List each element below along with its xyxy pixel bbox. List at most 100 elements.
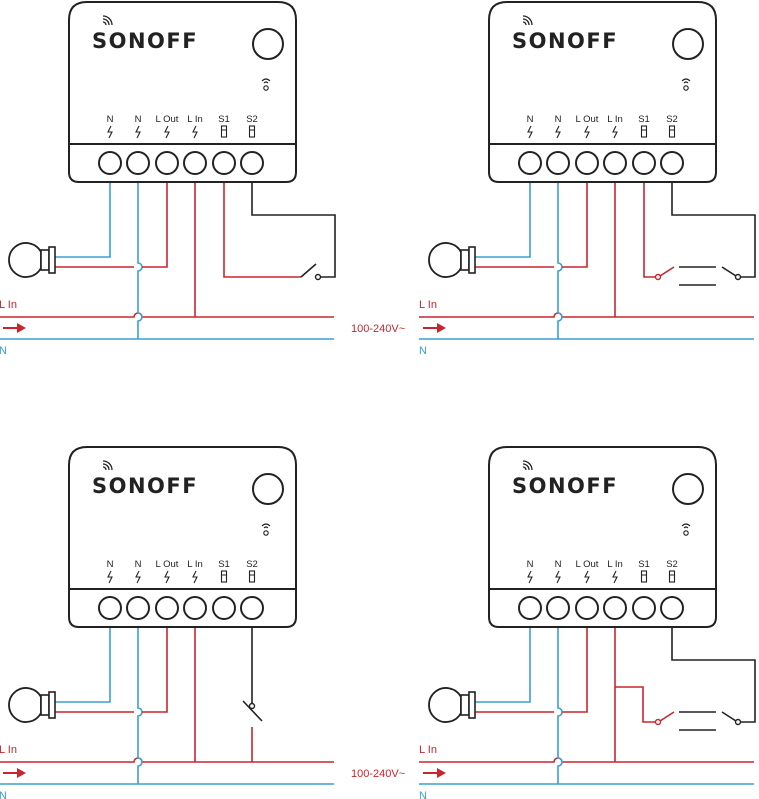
bolt-icon [192,570,198,584]
neutral-terminal-wire [557,174,563,339]
terminal-label: N [135,559,142,570]
device-housing [488,1,717,145]
switch-contact [248,702,256,710]
s1-wire [615,686,658,723]
terminal-screw [546,596,570,620]
arrow-right-icon [423,768,446,778]
bolt-icon [612,570,618,584]
switch-lever [721,711,737,722]
traveler-wires [679,711,716,731]
terminal-screw [603,151,627,175]
terminal-label: N [527,559,534,570]
bolt-icon [192,125,198,139]
bolt-icon [107,570,113,584]
wifi-icon [522,15,533,26]
terminal-screw [98,596,122,620]
voltage-label: 100-240V~ [351,768,405,780]
switch-contact [654,718,662,726]
voltage-label: 100-240V~ [351,323,405,335]
terminal-screw [518,596,542,620]
device-housing [68,1,297,145]
switch-lever [300,263,317,278]
brand-logo: SONOFF [92,474,198,498]
traveler-wires [679,266,716,286]
pairing-button [672,473,704,505]
terminal-screw [212,151,236,175]
bolt-icon [612,125,618,139]
s1-wire [223,174,301,278]
wifi-icon [102,15,113,26]
wifi-icon [102,460,113,471]
terminal-screw [632,151,656,175]
light-bulb-icon [8,242,56,278]
terminal-screw [518,151,542,175]
terminal-label: L Out [576,559,599,570]
brand-logo: SONOFF [512,29,618,53]
terminal-label: L In [187,114,203,125]
terminal-label: L In [607,559,623,570]
switch-terminal-icon [640,125,648,138]
load-output-wire [55,174,168,268]
terminal-label: L In [607,114,623,125]
terminal-label: S2 [246,114,258,125]
bolt-icon [164,570,170,584]
light-bulb-icon [428,242,476,278]
terminal-screw [660,151,684,175]
switch-lever [242,700,263,722]
bolt-icon [135,570,141,584]
terminal-screw [98,151,122,175]
led-wifi-icon [261,78,271,91]
light-bulb-icon [8,687,56,723]
switch-lever [659,266,675,277]
arrow-right-icon [3,323,26,333]
terminal-label: N [135,114,142,125]
live-supply-label: L In [0,299,17,311]
brand-logo: SONOFF [92,29,198,53]
bolt-icon [527,125,533,139]
s2-wire [671,174,756,278]
terminal-label: L Out [156,559,179,570]
terminal-label: L In [187,559,203,570]
terminal-label: S1 [638,559,650,570]
terminal-label: S2 [246,559,258,570]
terminal-block [68,143,297,183]
terminal-label: N [107,114,114,125]
switch-contact [654,273,662,281]
bolt-icon [584,125,590,139]
pairing-button [672,28,704,60]
neutral-terminal-wire [557,619,563,784]
neutral-terminal-wire [137,619,143,784]
s2-wire [251,174,336,278]
neutral-terminal-wire [137,174,143,339]
live-supply-label: L In [419,744,437,756]
neutral-bulb-wire [55,174,111,258]
terminal-label: S2 [666,559,678,570]
live-supply-wire [0,312,334,318]
bolt-icon [135,125,141,139]
switch-terminal-icon [248,570,256,583]
terminal-screw [155,596,179,620]
wifi-icon [522,460,533,471]
neutral-bulb-wire [475,174,531,258]
terminal-screw [183,596,207,620]
terminal-label: N [107,559,114,570]
led-wifi-icon [681,78,691,91]
switch-contact [734,718,742,726]
bolt-icon [527,570,533,584]
switch-lever [721,266,737,277]
led-wifi-icon [681,523,691,536]
s1-wire [643,174,658,278]
bolt-icon [584,570,590,584]
neutral-supply-label: N [0,790,7,799]
switch-terminal-icon [668,570,676,583]
switch-lever [659,711,675,722]
terminal-screw [575,596,599,620]
terminal-label: S2 [666,114,678,125]
terminal-block [68,588,297,628]
terminal-label: S1 [638,114,650,125]
terminal-screw [660,596,684,620]
switch-terminal-icon [220,125,228,138]
